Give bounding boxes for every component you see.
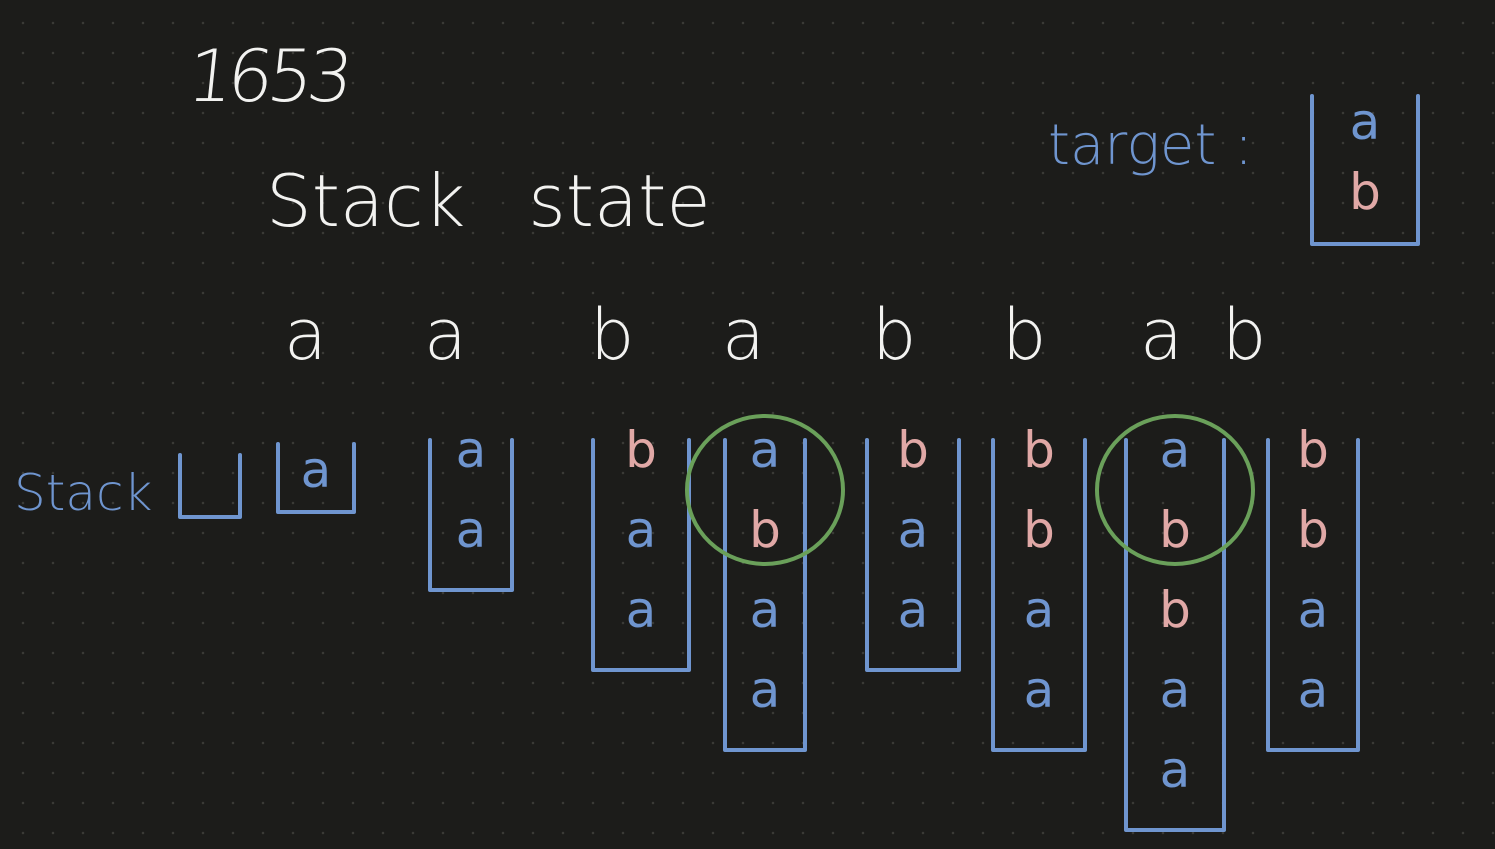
stack-outline xyxy=(276,442,356,514)
sequence-char: b xyxy=(872,294,917,376)
stack-item-b: b xyxy=(1297,421,1329,479)
sequence-char: a xyxy=(722,294,765,376)
sequence-char: a xyxy=(1140,294,1183,376)
stack-label: Stack xyxy=(14,464,153,522)
match-highlight-circle xyxy=(685,414,845,566)
sequence-char: b xyxy=(1222,294,1267,376)
stack-item-b: b xyxy=(1159,581,1191,639)
stack-item-a: a xyxy=(898,501,929,559)
stack-state: baa xyxy=(591,421,691,672)
stack-item-b: b xyxy=(749,501,781,559)
sequence-char: b xyxy=(590,294,635,376)
stack-item-b: b xyxy=(1023,421,1055,479)
stack-state: baa xyxy=(865,421,961,672)
stack-item-a: a xyxy=(1298,581,1329,639)
stack-item-a: a xyxy=(750,421,781,479)
stack-item-b: b xyxy=(1159,501,1191,559)
stack-item-a: a xyxy=(1160,421,1191,479)
target-stack: ab xyxy=(1310,93,1420,246)
stack-item-a: a xyxy=(1024,661,1055,719)
stack-item-b: b xyxy=(1297,501,1329,559)
stack-outline xyxy=(865,438,961,672)
stack-item-a: a xyxy=(750,661,781,719)
stack-item-b: b xyxy=(1023,501,1055,559)
stack-item-b: b xyxy=(1349,163,1381,221)
stack-outline xyxy=(1266,438,1360,752)
stack-state xyxy=(178,453,242,519)
stack-outline-empty xyxy=(178,453,242,519)
stack-item-a: a xyxy=(626,501,657,559)
target-label: target : xyxy=(1048,113,1253,178)
match-highlight-circle xyxy=(1095,414,1255,566)
stack-item-a: a xyxy=(626,581,657,639)
stack-outline xyxy=(1124,438,1226,832)
sequence-char: a xyxy=(424,294,467,376)
stack-item-a: a xyxy=(1298,661,1329,719)
stack-item-a: a xyxy=(1160,661,1191,719)
target-stack-outline xyxy=(1310,94,1420,246)
stack-item-b: b xyxy=(897,421,929,479)
sequence-char: b xyxy=(1002,294,1047,376)
stack-item-a: a xyxy=(750,581,781,639)
stack-outline xyxy=(428,438,514,592)
stack-state: a xyxy=(276,441,356,514)
stack-item-a: a xyxy=(1024,581,1055,639)
stack-item-a: a xyxy=(898,581,929,639)
stack-item-a: a xyxy=(301,441,332,499)
stack-item-a: a xyxy=(456,501,487,559)
sequence-char: a xyxy=(284,294,327,376)
stack-outline xyxy=(991,438,1087,752)
stack-item-a: a xyxy=(456,421,487,479)
page-title: Stack state xyxy=(266,159,711,243)
stack-item-a: a xyxy=(1350,93,1381,151)
stack-item-b: b xyxy=(625,421,657,479)
stack-outline xyxy=(591,438,691,672)
stack-item-a: a xyxy=(1160,741,1191,799)
stack-state: aa xyxy=(428,421,514,592)
stack-outline xyxy=(723,438,807,752)
